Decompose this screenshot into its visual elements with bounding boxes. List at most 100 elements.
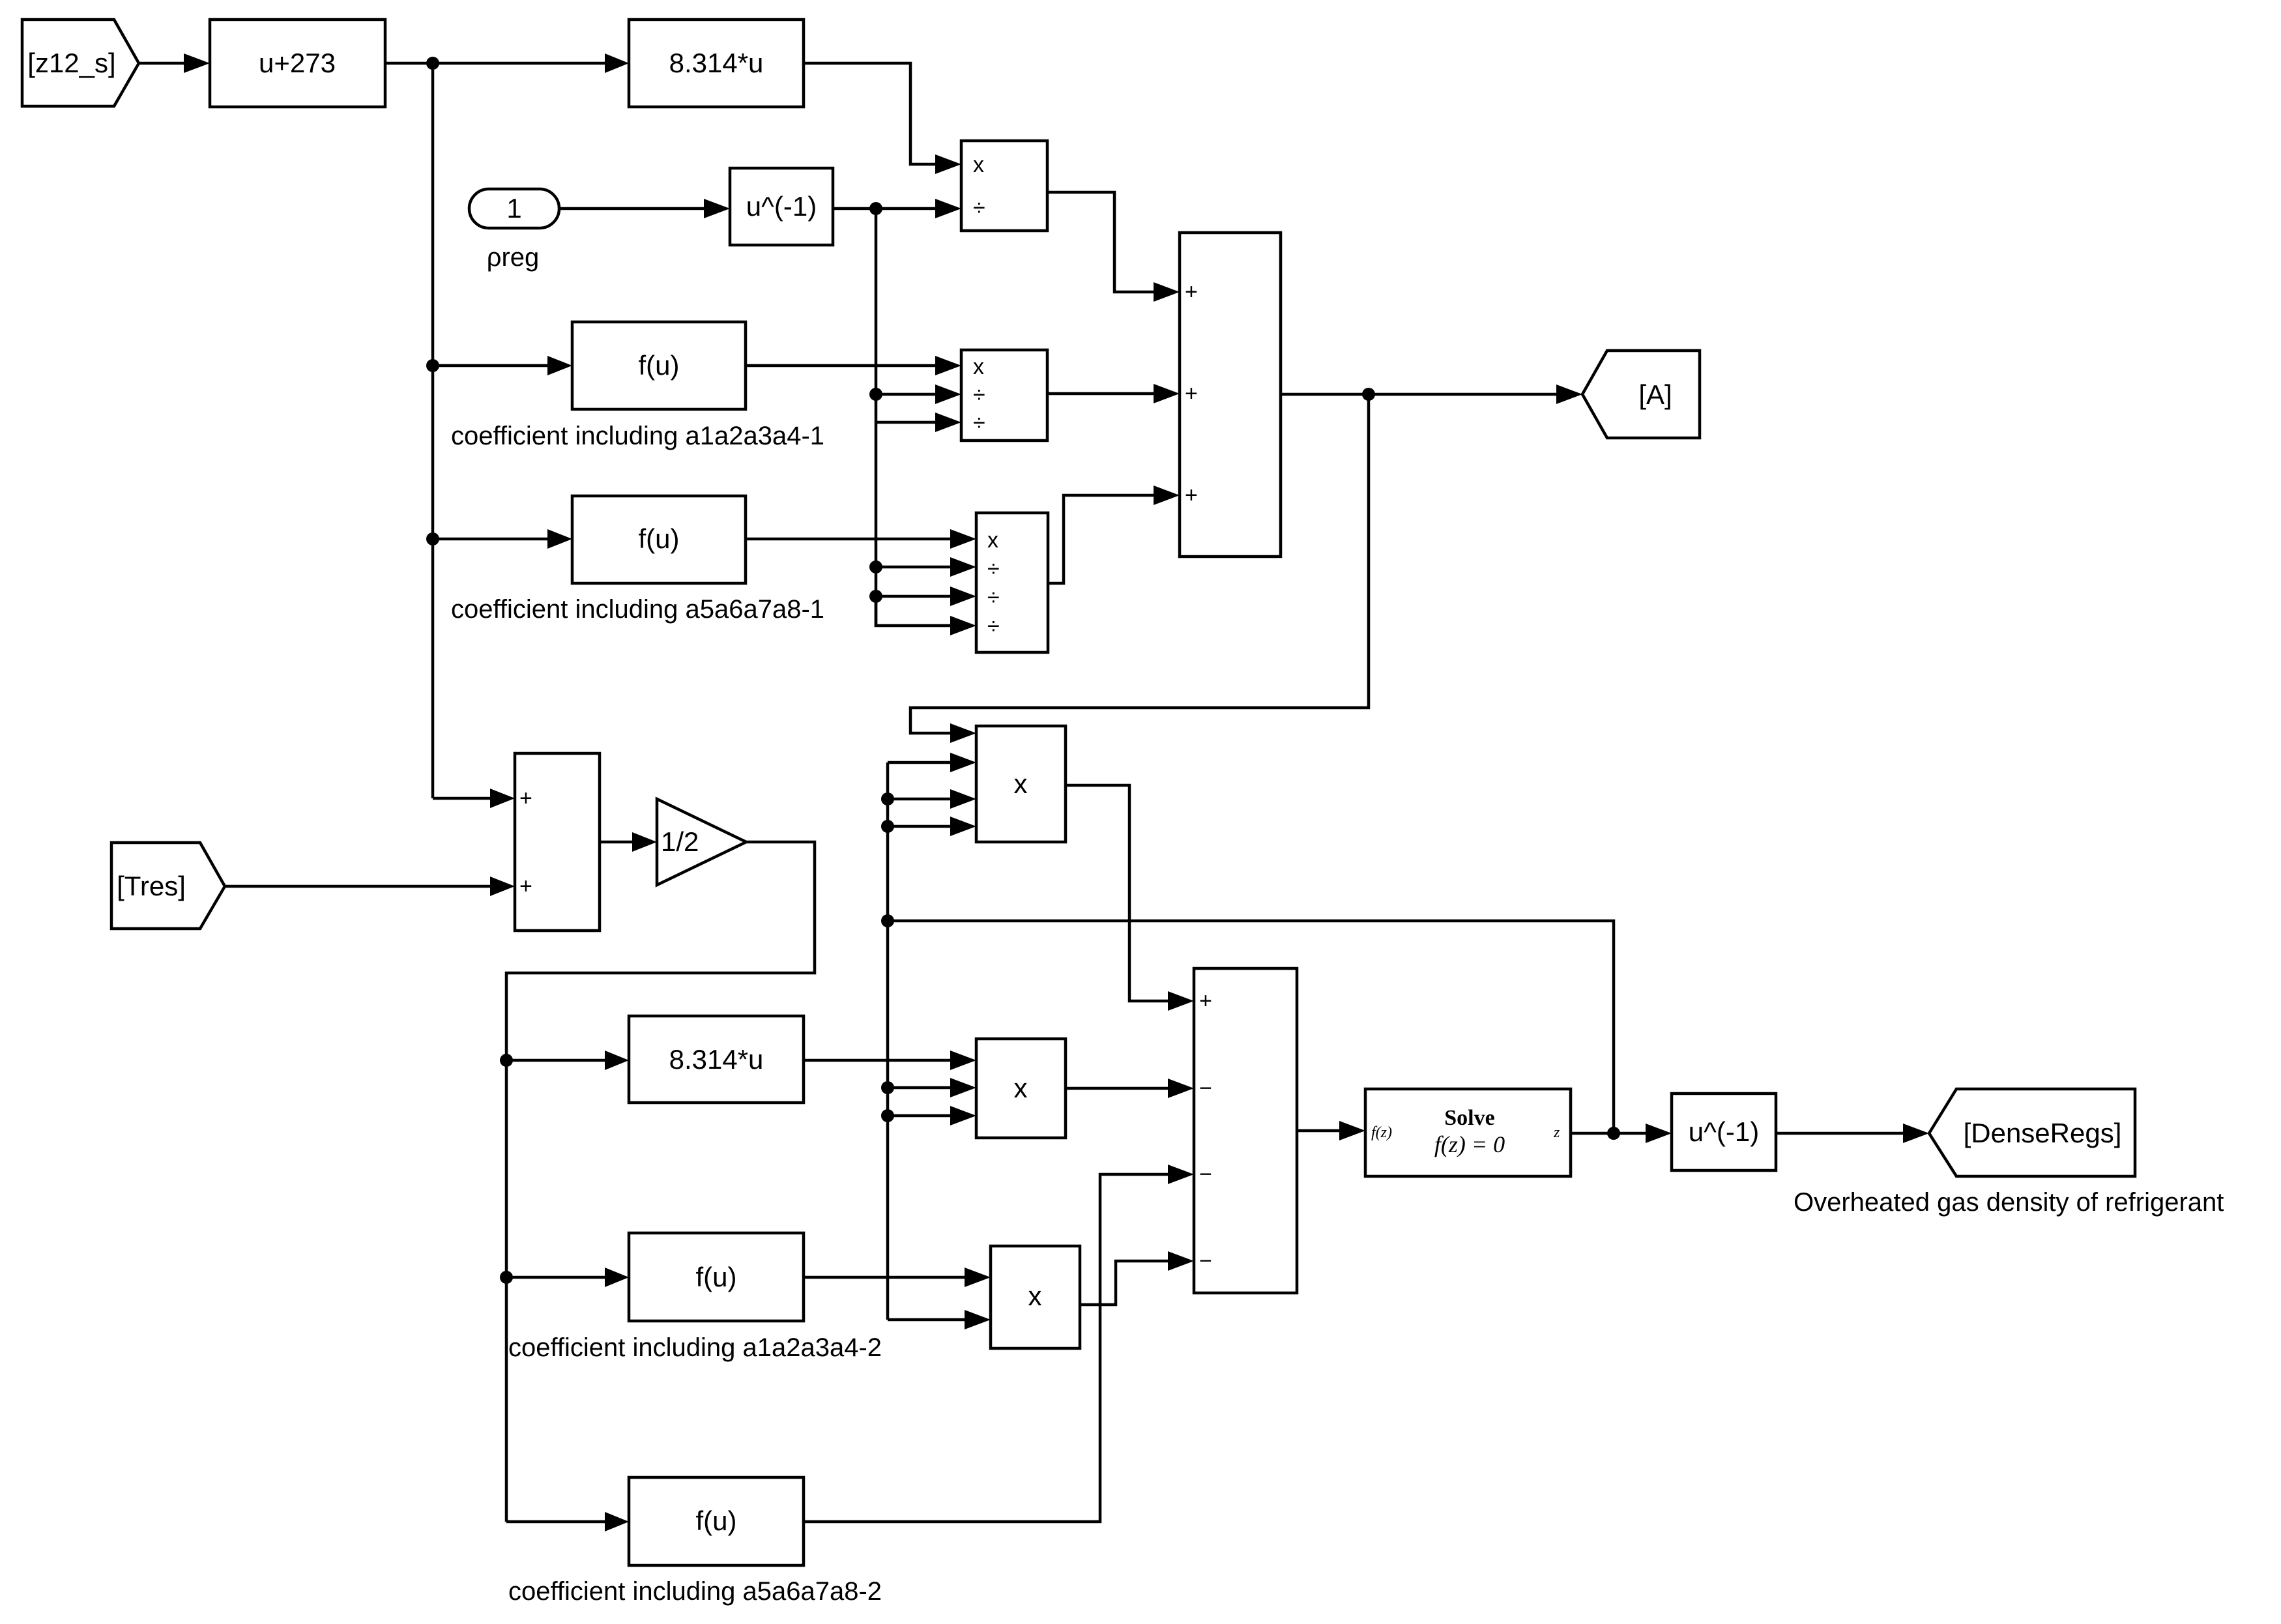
product-block-top-sign: x	[973, 152, 984, 177]
arrow	[1154, 282, 1180, 302]
branch-dot	[426, 57, 439, 70]
sum-block-mid[interactable]: + +	[513, 751, 602, 933]
sum-block-top-sign: +	[1185, 483, 1198, 508]
arrow	[1168, 1165, 1194, 1184]
arrow	[1339, 1121, 1365, 1140]
arrow	[1154, 486, 1180, 505]
sum-block-bot[interactable]: + − − −	[1192, 966, 1299, 1295]
gain-block-r-bot-label: 8.314*u	[669, 1044, 764, 1075]
arrow	[950, 557, 976, 577]
branch-dot	[869, 590, 882, 603]
fcn-block-a14-1[interactable]: f(u)	[570, 320, 748, 411]
math-block-inv-top[interactable]: u^(-1)	[728, 166, 835, 247]
sum-block-top[interactable]: + + +	[1178, 231, 1283, 558]
wire-gain-top-prod	[804, 61, 935, 166]
product-block-lower3[interactable]: x	[989, 1244, 1082, 1350]
sum-block-bot-sign: +	[1199, 989, 1212, 1013]
product-block-big-sign: ÷	[987, 557, 1000, 581]
sum-block-bot-sign: −	[1199, 1162, 1212, 1187]
arrow	[1646, 1124, 1672, 1143]
fcn-block-a58-2[interactable]: f(u)	[627, 1475, 806, 1567]
product-block-top[interactable]: x ÷	[959, 139, 1049, 233]
arrow	[935, 154, 961, 174]
solver-block-equation: f(z) = 0	[1434, 1131, 1505, 1157]
product-block-top-sign: ÷	[973, 196, 985, 220]
arrow	[935, 356, 961, 375]
arrow	[950, 789, 976, 809]
constant-block-label: ρreg	[487, 243, 540, 272]
arrow	[184, 53, 210, 73]
arrow	[490, 789, 515, 808]
branch-dot	[881, 820, 894, 833]
arrow	[950, 1078, 976, 1097]
wire-prod3-sumbot	[1080, 1259, 1168, 1307]
gain-block-r-top[interactable]: 8.314*u	[627, 18, 806, 109]
fcn-block-add273-label: u+273	[259, 48, 336, 78]
gain-block-half[interactable]: 1/2	[655, 796, 750, 888]
fcn-block-add273[interactable]: u+273	[208, 18, 387, 109]
arrow	[950, 1051, 976, 1070]
arrow	[935, 199, 961, 218]
fcn-block-a14-2[interactable]: f(u)	[627, 1231, 806, 1323]
branch-points	[426, 57, 1620, 1284]
fcn-block-a58-1-label: f(u)	[639, 523, 680, 554]
arrow	[950, 616, 976, 635]
solver-block-input-port: f(z)	[1371, 1124, 1392, 1141]
branch-dot	[869, 202, 882, 215]
goto-block-dense-caption: Overheated gas density of refrigerant	[1794, 1188, 2224, 1217]
arrow	[950, 723, 976, 743]
from-block-tres[interactable]: [Tres]	[109, 841, 227, 931]
sum-block-mid-sign: +	[519, 786, 532, 811]
signal-lines	[139, 53, 1929, 1531]
gain-block-half-label: 1/2	[661, 826, 699, 857]
fcn-block-a14-2-caption: coefficient including a1a2a3a4-2	[508, 1333, 882, 1362]
sum-block-bot-sign: −	[1199, 1076, 1212, 1101]
constant-block-rho[interactable]: 1	[467, 187, 561, 230]
from-block-z12s[interactable]: [z12_s]	[20, 18, 141, 108]
arrow	[965, 1268, 991, 1287]
arrow	[490, 877, 515, 896]
product-block-big-sign: ÷	[987, 585, 1000, 610]
branch-dot	[869, 388, 882, 401]
arrow	[1903, 1124, 1929, 1143]
goto-block-A-label: [A]	[1638, 379, 1672, 410]
fcn-block-a58-1[interactable]: f(u)	[570, 494, 748, 585]
product-block-mid-sign: ÷	[973, 383, 985, 407]
branch-dot	[426, 532, 439, 545]
wire-inv-prodbig-3	[874, 596, 950, 628]
arrow	[1168, 1251, 1194, 1271]
solver-block-output-port: z	[1553, 1124, 1560, 1141]
product-block-lower3-label: x	[1028, 1281, 1042, 1311]
gain-block-r-bot[interactable]: 8.314*u	[627, 1014, 806, 1105]
arrow	[950, 1106, 976, 1125]
product-block-mid-sign: ÷	[973, 411, 985, 435]
branch-dot	[881, 1109, 894, 1122]
product-block-mid-sign: x	[973, 355, 984, 379]
product-block-big[interactable]: x ÷ ÷ ÷	[974, 511, 1050, 654]
goto-block-A[interactable]: [A]	[1580, 349, 1702, 440]
arrow	[1154, 384, 1180, 403]
constant-block-value: 1	[506, 193, 521, 224]
fcn-block-a14-1-label: f(u)	[639, 350, 680, 381]
branch-dot	[869, 560, 882, 573]
arrow	[605, 1268, 629, 1287]
product-block-lower2[interactable]: x	[974, 1037, 1068, 1140]
from-block-tres-label: [Tres]	[117, 871, 186, 901]
product-block-mid[interactable]: x ÷ ÷	[959, 348, 1049, 442]
math-block-inv-bot[interactable]: u^(-1)	[1670, 1092, 1778, 1172]
sum-block-top-sign: +	[1185, 280, 1198, 304]
goto-block-dense[interactable]: [DenseRegs]	[1927, 1087, 2137, 1178]
branch-dot	[426, 359, 439, 372]
solver-block[interactable]: Solve f(z) = 0 f(z) z	[1363, 1087, 1573, 1178]
arrow	[935, 384, 961, 404]
arrow	[950, 817, 976, 836]
branch-dot	[1607, 1127, 1620, 1140]
branch-dot	[500, 1271, 513, 1284]
arrow	[704, 199, 730, 218]
product-block-lower1[interactable]: x	[974, 724, 1068, 844]
branch-dot	[881, 792, 894, 805]
branch-dot	[500, 1054, 513, 1067]
wire-half-trunk	[504, 840, 817, 1522]
arrow	[632, 832, 657, 852]
